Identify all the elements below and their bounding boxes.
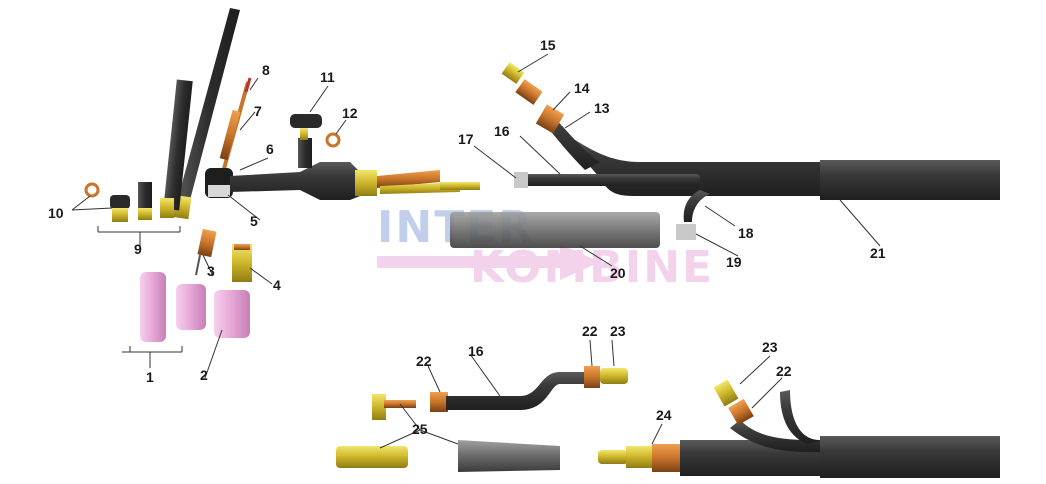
label-24: 24 (656, 407, 672, 423)
watermark: INTER KOMBINE (377, 202, 714, 293)
collet (219, 109, 241, 161)
label-11: 11 (320, 69, 335, 85)
label-2: 2 (200, 367, 208, 383)
label-3: 3 (207, 263, 215, 279)
adapter-25 (336, 440, 560, 472)
label-19: 19 (726, 254, 742, 270)
label-16a: 16 (494, 123, 510, 139)
watermark-line2: KOMBINE (470, 242, 714, 293)
torch-body (205, 138, 480, 200)
label-16b: 16 (468, 343, 484, 359)
label-10: 10 (48, 205, 64, 221)
fitting-14 (501, 62, 565, 134)
label-15: 15 (540, 37, 556, 53)
o-ring-10 (84, 182, 100, 198)
cable-cover-20 (450, 212, 660, 248)
hose-assembly-16 (372, 366, 628, 420)
label-5: 5 (250, 213, 258, 229)
label-22b: 22 (582, 323, 598, 339)
fitting-19 (676, 224, 696, 240)
watermark-arrow (377, 244, 600, 280)
label-14: 14 (574, 80, 590, 96)
label-17: 17 (458, 131, 474, 147)
back-cap-short (110, 182, 152, 222)
gas-hose-16 (514, 172, 700, 188)
collet-body (195, 228, 217, 276)
o-ring-12 (325, 132, 341, 148)
main-cable (540, 110, 1000, 222)
back-cap-medium (160, 79, 193, 218)
label-1: 1 (146, 369, 154, 385)
label-8: 8 (262, 62, 270, 78)
label-23b: 23 (762, 339, 778, 355)
label-25: 25 (412, 421, 428, 437)
leader-lines (71, 53, 881, 449)
label-22a: 22 (416, 353, 432, 369)
label-7: 7 (254, 103, 262, 119)
label-18: 18 (738, 225, 754, 241)
label-6: 6 (266, 141, 274, 157)
label-4: 4 (273, 277, 281, 293)
gas-valve-knob (290, 114, 322, 140)
part-labels: 1 2 3 4 5 6 7 8 9 10 11 12 13 14 15 16 1… (48, 37, 886, 437)
label-13: 13 (594, 100, 610, 116)
label-20: 20 (610, 265, 626, 281)
label-12: 12 (342, 105, 358, 121)
ceramic-nozzles (140, 272, 250, 342)
label-21: 21 (870, 245, 886, 261)
label-23a: 23 (610, 323, 626, 339)
label-9: 9 (134, 241, 142, 257)
label-22c: 22 (776, 363, 792, 379)
cable-end-assembly (598, 379, 1000, 478)
gas-lens (232, 244, 252, 282)
